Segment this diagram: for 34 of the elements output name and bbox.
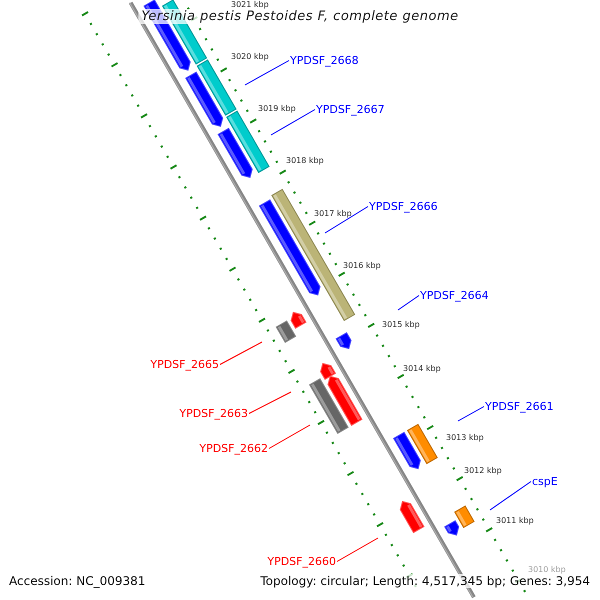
gene-label: YPDSF_2665	[150, 358, 219, 371]
gene-label: YPDSF_2663	[179, 407, 248, 420]
gene-label: YPDSF_2667	[316, 103, 385, 116]
leader-line	[490, 481, 532, 510]
tick-label: 3011 kbp	[496, 516, 534, 526]
gene-label: YPDSF_2666	[369, 200, 438, 213]
tick-label: 3014 kbp	[403, 364, 441, 374]
tick-label: 3013 kbp	[446, 433, 484, 443]
tick-label: 3018 kbp	[286, 156, 324, 166]
accession-text: Accession: NC_009381	[9, 574, 146, 588]
tick-label: 3020 kbp	[231, 52, 269, 62]
leader-line	[324, 206, 368, 234]
gene-label: YPDSF_2664	[420, 289, 489, 302]
tick-label: 3016 kbp	[343, 261, 381, 271]
gene-label: YPDSF_2662	[199, 442, 268, 455]
tick-label: 3012 kbp	[464, 466, 502, 476]
tick-label: 3010 kbp	[528, 565, 566, 575]
leader-line	[336, 538, 378, 562]
leader-line	[248, 392, 292, 414]
gene-label: YPDSF_2668	[290, 54, 359, 67]
gene-label: YPDSF_2661	[485, 400, 554, 413]
tick-label: 3017 kbp	[314, 209, 352, 219]
genome-stats-text: Topology: circular; Length: 4,517,345 bp; Genes: 3,954	[260, 574, 590, 588]
tick-label: 3021 kbp	[231, 0, 269, 10]
leader-line	[398, 295, 420, 310]
tick-label: 3019 kbp	[258, 104, 296, 114]
tick-label: 3015 kbp	[382, 320, 420, 330]
leader-line	[220, 342, 262, 365]
gene-label: YPDSF_2660	[267, 555, 336, 568]
gene-label: cspE	[532, 475, 558, 488]
leader-line	[244, 60, 290, 86]
leader-line	[270, 109, 316, 136]
leader-line	[458, 406, 484, 422]
leader-line	[268, 424, 310, 449]
